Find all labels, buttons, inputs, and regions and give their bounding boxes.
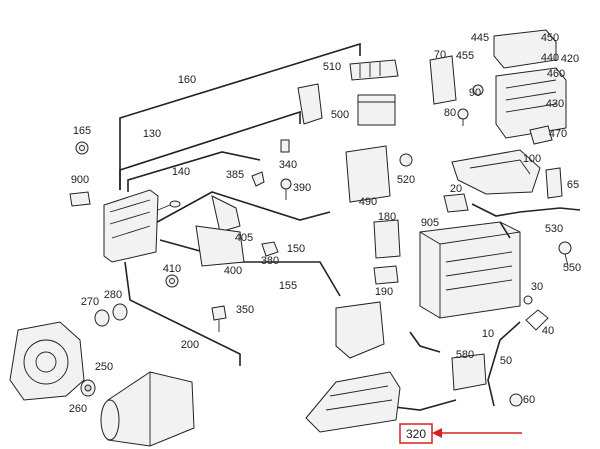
callout-350: 350 xyxy=(236,304,254,316)
callout-200: 200 xyxy=(181,339,199,351)
alternator xyxy=(9,303,128,401)
callout-380: 380 xyxy=(261,255,279,267)
callout-460: 460 xyxy=(547,68,565,80)
callout-400: 400 xyxy=(224,265,242,277)
callout-440: 440 xyxy=(541,52,559,64)
battery xyxy=(419,221,521,319)
callout-180: 180 xyxy=(378,211,396,223)
callout-190: 190 xyxy=(375,286,393,298)
callout-50: 50 xyxy=(500,355,512,367)
callout-430: 430 xyxy=(546,98,564,110)
highlight-box xyxy=(399,423,433,444)
control-module xyxy=(69,189,181,263)
callout-10: 10 xyxy=(482,328,494,340)
callout-490: 490 xyxy=(359,196,377,208)
callout-80: 80 xyxy=(444,107,456,119)
callout-455: 455 xyxy=(456,50,474,62)
callout-390: 390 xyxy=(293,182,311,194)
highlight-arrowhead xyxy=(432,428,442,438)
callout-530: 530 xyxy=(545,223,563,235)
callout-20: 20 xyxy=(450,183,462,195)
callout-160: 160 xyxy=(178,74,196,86)
callout-900: 900 xyxy=(71,174,89,186)
callout-30: 30 xyxy=(531,281,543,293)
callout-250: 250 xyxy=(95,361,113,373)
callout-500: 500 xyxy=(331,109,349,121)
highlighted-callout: 320 xyxy=(399,423,522,444)
auxiliary-battery xyxy=(429,29,567,145)
callout-405: 405 xyxy=(235,232,253,244)
relay-blocks xyxy=(195,59,487,391)
callout-510: 510 xyxy=(323,61,341,73)
callout-580: 580 xyxy=(456,349,474,361)
callout-70: 70 xyxy=(434,49,446,61)
callout-410: 410 xyxy=(163,263,181,275)
callout-65: 65 xyxy=(567,179,579,191)
callout-470: 470 xyxy=(549,128,567,140)
callout-280: 280 xyxy=(104,289,122,301)
callout-40: 40 xyxy=(542,325,554,337)
callout-270: 270 xyxy=(81,296,99,308)
callout-90: 90 xyxy=(469,87,481,99)
callout-905: 905 xyxy=(421,217,439,229)
callout-155: 155 xyxy=(279,280,297,292)
battery-tray xyxy=(451,149,563,199)
callout-100: 100 xyxy=(523,153,541,165)
callout-445: 445 xyxy=(471,32,489,44)
callout-60: 60 xyxy=(523,394,535,406)
callout-140: 140 xyxy=(172,166,190,178)
callout-385: 385 xyxy=(226,169,244,181)
engine-carrier xyxy=(305,371,401,433)
callout-165: 165 xyxy=(73,125,91,137)
callout-150: 150 xyxy=(287,243,305,255)
callout-520: 520 xyxy=(397,174,415,186)
callout-420: 420 xyxy=(561,53,579,65)
starter xyxy=(100,371,195,447)
callout-450: 450 xyxy=(541,32,559,44)
callout-340: 340 xyxy=(279,159,297,171)
highlight-label: 320 xyxy=(406,427,426,441)
callout-130: 130 xyxy=(143,128,161,140)
callout-260: 260 xyxy=(69,403,87,415)
callout-550: 550 xyxy=(563,262,581,274)
small-hardware xyxy=(75,84,572,407)
